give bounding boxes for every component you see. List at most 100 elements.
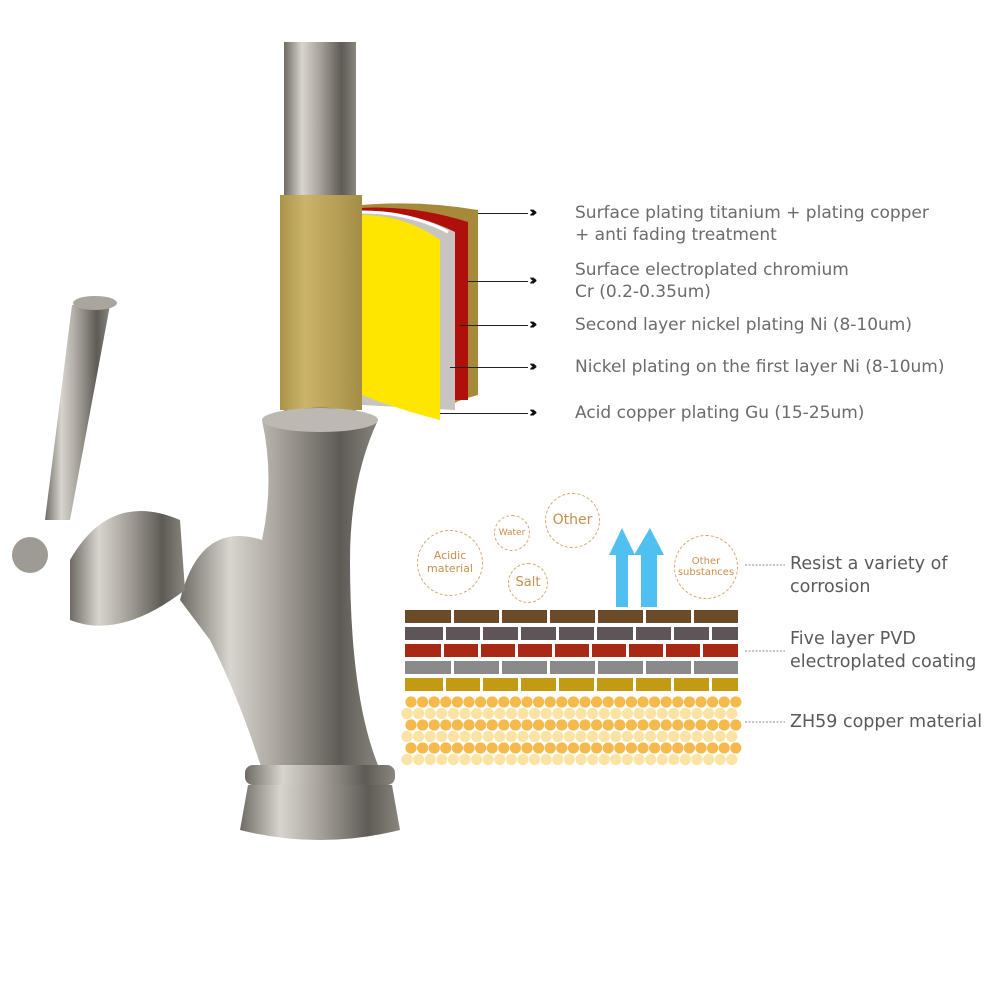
copper-grain (625, 742, 638, 754)
copper-grain (405, 719, 417, 731)
copper-grain (540, 707, 552, 720)
copper-grain (610, 753, 622, 766)
copper-grain (563, 753, 576, 766)
copper-grain (587, 753, 599, 766)
copper-grain (552, 730, 564, 743)
copper-grain (482, 730, 494, 743)
copper-grain (428, 719, 440, 731)
copper-grain (463, 742, 475, 754)
copper-grain (649, 696, 661, 708)
coating-brick (703, 644, 738, 657)
copper-grain (552, 753, 564, 766)
copper-grain (683, 719, 696, 731)
plating-layer-label: Nickel plating on the first layer Ni (8-… (575, 357, 945, 377)
copper-grain (486, 719, 498, 731)
copper-grain (602, 696, 614, 708)
copper-grain (436, 753, 448, 766)
copper-grain (567, 742, 580, 754)
coating-brick (454, 610, 499, 623)
copper-grain (714, 707, 726, 720)
copper-grain (691, 753, 703, 766)
copper-grain (610, 730, 622, 743)
leader-line (478, 213, 528, 214)
copper-grain (544, 742, 556, 754)
copper-grain (498, 696, 510, 708)
copper-grain (529, 753, 541, 766)
bubble-other-substances: Other substances (674, 535, 738, 599)
leader-line (468, 281, 528, 282)
copper-grain (417, 719, 429, 731)
copper-grain (637, 696, 649, 708)
copper-grain (649, 719, 661, 731)
copper-grain (475, 696, 487, 708)
copper-grain (625, 696, 638, 708)
copper-grain (413, 753, 425, 766)
copper-grain (509, 742, 521, 754)
copper-grain (656, 753, 668, 766)
coating-brick (550, 661, 595, 674)
copper-grain (730, 742, 742, 754)
copper-grain (575, 707, 587, 720)
bubble-other: Other (545, 493, 600, 548)
copper-grain (401, 707, 413, 720)
copper-grain (695, 696, 707, 708)
copper-grain (505, 753, 517, 766)
copper-grain (521, 719, 533, 731)
copper-grain (637, 719, 649, 731)
copper-grain (447, 707, 459, 720)
coating-brick (636, 627, 671, 640)
copper-grain (579, 696, 591, 708)
bubble-water: Water (494, 515, 530, 551)
copper-grain (668, 730, 680, 743)
copper-grain (424, 730, 436, 743)
copper-grain (726, 707, 738, 720)
copper-grain (471, 730, 483, 743)
copper-grain (521, 696, 533, 708)
coating-brick (597, 678, 633, 691)
leader-line (460, 325, 528, 326)
copper-grain (486, 696, 498, 708)
copper-grain (498, 719, 510, 731)
copper-grain (668, 707, 680, 720)
coating-brick (559, 627, 594, 640)
copper-grain (517, 753, 529, 766)
copper-grain (563, 707, 576, 720)
copper-grain (703, 707, 715, 720)
copper-grain (463, 719, 475, 731)
copper-grain (509, 696, 521, 708)
copper-grain (482, 707, 494, 720)
copper-grain (529, 707, 541, 720)
leader-line (440, 413, 528, 414)
copper-grain (540, 730, 552, 743)
coating-brick (666, 644, 700, 657)
up-arrow-icon (609, 528, 635, 607)
copper-grain (494, 753, 506, 766)
copper-grain (459, 753, 471, 766)
copper-grain (637, 742, 649, 754)
copper-grain (645, 707, 657, 720)
coating-brick (405, 661, 451, 674)
copper-grain (718, 696, 730, 708)
copper-grain (505, 730, 517, 743)
coating-brick (555, 644, 589, 657)
copper-grain (691, 707, 703, 720)
copper-grain (602, 719, 614, 731)
copper-grain (567, 696, 580, 708)
coating-brick (629, 644, 663, 657)
copper-grain (645, 730, 657, 743)
copper-grain (614, 719, 626, 731)
copper-grain (563, 730, 576, 743)
copper-grain (672, 696, 684, 708)
handle-lever (45, 305, 110, 520)
coating-brick (405, 627, 443, 640)
copper-grain (668, 753, 680, 766)
copper-grain (475, 742, 487, 754)
copper-grain (544, 696, 556, 708)
coating-brick (521, 678, 556, 691)
copper-grain (707, 742, 719, 754)
coating-brick (444, 644, 478, 657)
copper-grain (505, 707, 517, 720)
copper-grain (405, 742, 417, 754)
